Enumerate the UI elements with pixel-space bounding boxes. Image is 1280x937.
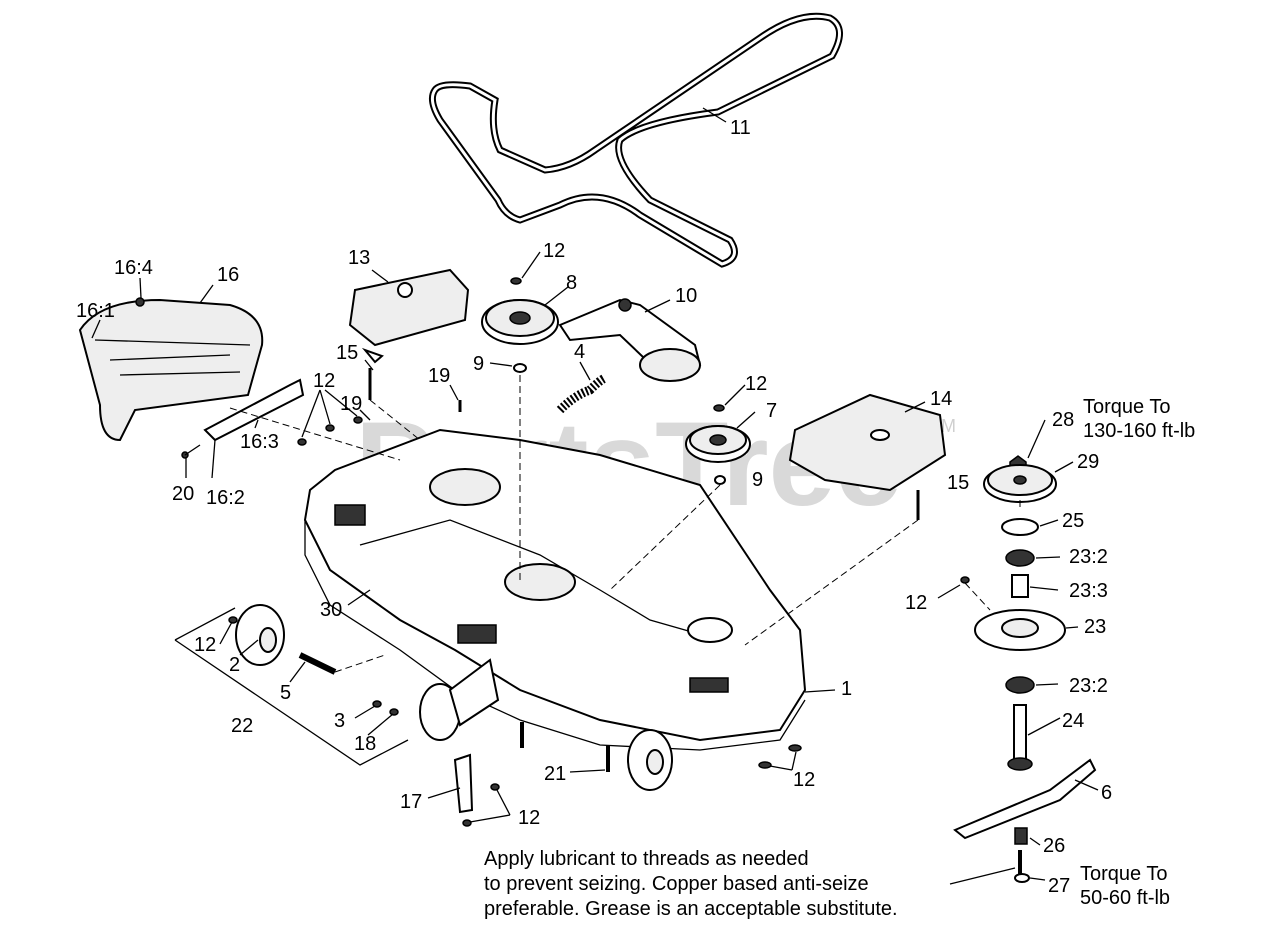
callout-1: 1 xyxy=(841,678,852,700)
callout-29: 29 xyxy=(1077,451,1099,473)
misc-hardware-part xyxy=(297,277,970,827)
callout-25: 25 xyxy=(1062,510,1084,532)
callout-22: 22 xyxy=(231,715,253,737)
callout-23-3: 23:3 xyxy=(1069,580,1108,602)
callout-19-b: 19 xyxy=(340,393,362,415)
callout-12-a: 12 xyxy=(543,240,565,262)
caster-hardware-part xyxy=(228,616,399,716)
callout-6: 6 xyxy=(1101,782,1112,804)
callout-11: 11 xyxy=(730,117,751,139)
callout-9-a: 9 xyxy=(473,353,484,375)
callout-4: 4 xyxy=(574,341,585,363)
callout-14: 14 xyxy=(930,388,952,410)
callout-15-a: 15 xyxy=(336,342,358,364)
callout-23: 23 xyxy=(1084,616,1106,638)
callout-17: 17 xyxy=(400,791,422,813)
callout-16-2: 16:2 xyxy=(206,487,245,509)
callout-21: 21 xyxy=(544,763,566,785)
caster-wheel-rear-part xyxy=(627,729,673,791)
caster-wheel-left-part xyxy=(235,604,337,675)
note-line3: preferable. Grease is an acceptable subs… xyxy=(484,898,898,920)
callout-23-2-b: 23:2 xyxy=(1069,675,1108,697)
callout-23-2-a: 23:2 xyxy=(1069,546,1108,568)
torque-top-line1: Torque To xyxy=(1083,396,1170,418)
idler-arm-part xyxy=(558,298,702,382)
callout-13: 13 xyxy=(348,247,370,269)
torque-top-line2: 130-160 ft-lb xyxy=(1083,420,1195,442)
callout-12-g: 12 xyxy=(518,807,540,829)
upper-belt-cover-part xyxy=(348,268,470,364)
callout-20: 20 xyxy=(172,483,194,505)
right-belt-cover-part xyxy=(788,393,947,492)
assembly-dashed-lines xyxy=(229,375,1021,673)
callout-24: 24 xyxy=(1062,710,1084,732)
callout-12-f: 12 xyxy=(793,769,815,791)
spindle-assembly-part xyxy=(953,455,1097,883)
cover-bracket-part xyxy=(181,378,305,459)
leader-lines xyxy=(91,107,1099,885)
caster-wheel-front-part xyxy=(419,658,500,741)
left-belt-cover-part xyxy=(78,297,264,442)
callout-16: 16 xyxy=(217,264,239,286)
callout-9-b: 9 xyxy=(752,469,763,491)
callout-30: 30 xyxy=(320,599,342,621)
wheel-bracket-part xyxy=(453,753,474,814)
callout-2: 2 xyxy=(229,654,240,676)
callout-15-b: 15 xyxy=(947,472,969,494)
callout-27: 27 xyxy=(1048,875,1070,897)
stack-pulley-part xyxy=(685,425,751,485)
callout-12-e: 12 xyxy=(194,634,216,656)
callout-12-b: 12 xyxy=(313,370,335,392)
callout-12-c: 12 xyxy=(745,373,767,395)
callout-18: 18 xyxy=(354,733,376,755)
note-line2: to prevent seizing. Copper based anti-se… xyxy=(484,873,869,895)
torque-bottom-line1: Torque To xyxy=(1080,863,1167,885)
idler-pulley-part xyxy=(481,299,559,373)
callout-12-d: 12 xyxy=(905,592,927,614)
note-line1: Apply lubricant to threads as needed xyxy=(484,848,809,870)
deck-bolts-part xyxy=(520,722,802,772)
callout-5: 5 xyxy=(280,682,291,704)
callout-28: 28 xyxy=(1052,409,1074,431)
idler-spring-part xyxy=(556,373,607,414)
callout-3: 3 xyxy=(334,710,345,732)
drive-belt-part xyxy=(428,12,843,268)
callout-8: 8 xyxy=(566,272,577,294)
callout-16-1: 16:1 xyxy=(76,300,115,322)
callout-19-a: 19 xyxy=(428,365,450,387)
callout-16-3: 16:3 xyxy=(240,431,279,453)
kit-bracket-line xyxy=(174,607,409,766)
callout-10: 10 xyxy=(675,285,697,307)
callout-26: 26 xyxy=(1043,835,1065,857)
torque-bottom-line2: 50-60 ft-lb xyxy=(1080,887,1170,909)
callout-7: 7 xyxy=(766,400,777,422)
callout-16-4: 16:4 xyxy=(114,257,153,279)
mower-deck-part xyxy=(303,428,807,751)
